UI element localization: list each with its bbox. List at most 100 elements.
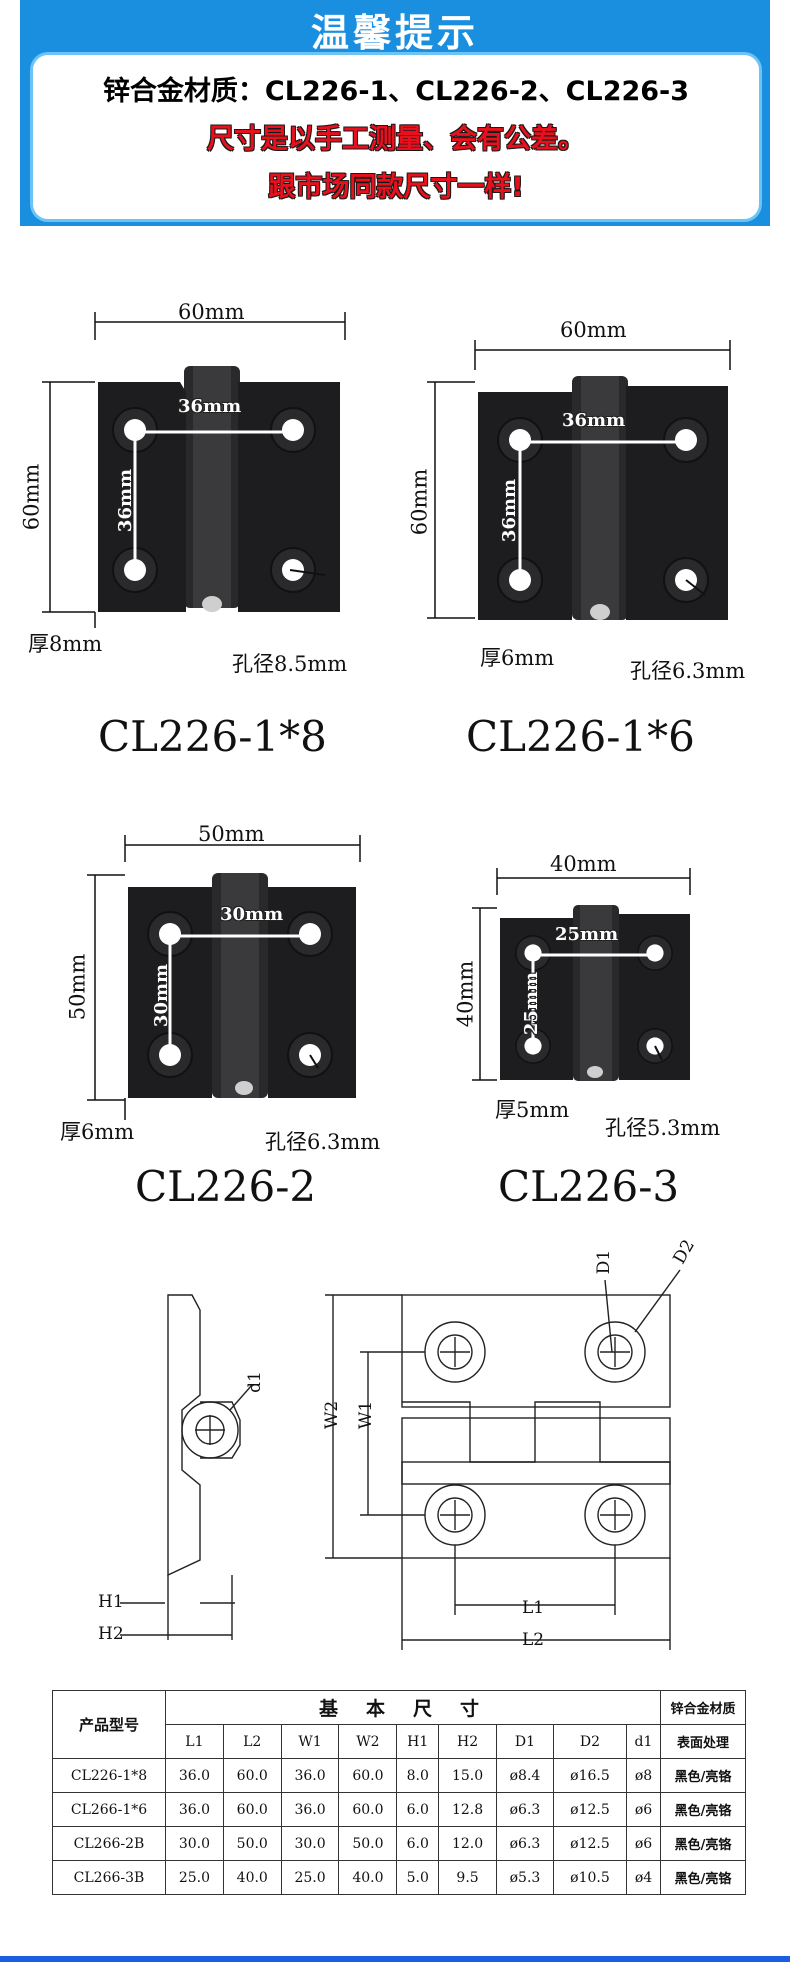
drawing-label-D1: D1 [594,1249,615,1275]
cell: ø16.5 [552,1758,627,1793]
p2-width-label: 60mm [560,318,627,342]
model-header: 产品型号 [52,1690,166,1759]
cell: 50.0 [222,1826,282,1861]
p2-height-label: 60mm [407,468,432,536]
cell: 40.0 [222,1860,282,1895]
col-header: d1 [625,1724,662,1759]
cell: 60.0 [338,1758,398,1793]
col-header: H2 [438,1724,497,1759]
technical-drawing [120,1269,681,1650]
bottom-divider [0,1956,790,1962]
cell: 36.0 [280,1758,340,1793]
p2-model-name: CL226-1*6 [466,712,695,761]
cell: 6.0 [396,1826,440,1861]
cell: 60.0 [338,1792,398,1827]
tolerance-notice: 尺寸是以手工测量、会有公差。 [207,124,585,155]
col-header: L1 [165,1724,224,1759]
p4-height-label: 40mm [453,960,478,1028]
p2-hole-spacing-h: 36mm [562,410,626,431]
cell: 8.0 [396,1758,440,1793]
cell: ø6 [625,1792,662,1827]
side-view [120,1294,253,1640]
cell: ø5.3 [495,1860,554,1895]
row-finish: 黑色/亮铬 [660,1792,746,1827]
cell: 30.0 [165,1826,224,1861]
p3-width-label: 50mm [198,822,265,846]
product-illustrations [42,312,731,1650]
cell: ø12.5 [552,1792,627,1827]
cell: 30.0 [280,1826,340,1861]
drawing-label-h1: H1 [98,1592,124,1612]
row-finish: 黑色/亮铬 [660,1860,746,1895]
cell: ø6 [625,1826,662,1861]
cell: 6.0 [396,1792,440,1827]
cell: 36.0 [280,1792,340,1827]
col-header: W1 [280,1724,340,1759]
p1-thickness: 厚8mm [28,632,103,656]
table-row: CL266-1*6 36.0 60.0 36.0 60.0 6.0 12.8 ø… [52,1792,746,1827]
col-header: D2 [552,1724,627,1759]
p1-model-name: CL226-1*8 [98,712,327,761]
p2-thickness: 厚6mm [480,646,555,670]
p3-hole-spacing-v: 30mm [151,963,173,1028]
p2-hole-diameter: 孔径6.3mm [630,659,746,683]
col-header: D1 [495,1724,554,1759]
drawing-label-l2: L2 [522,1630,545,1650]
cell: ø10.5 [552,1860,627,1895]
col-header: H1 [396,1724,440,1759]
p3-height-label: 50mm [65,953,90,1021]
cell: ø8 [625,1758,662,1793]
column-header-row: L1 L2 W1 W2 H1 H2 D1 D2 d1 表面处理 [53,1724,746,1759]
cell: ø6.3 [495,1826,554,1861]
row-model: CL226-1*8 [52,1758,166,1793]
p4-thickness: 厚5mm [495,1098,570,1122]
p4-hole-spacing-v: 25mm [521,971,543,1036]
table-row: CL266-2B 30.0 50.0 30.0 50.0 6.0 12.0 ø6… [52,1826,746,1861]
row-finish: 黑色/亮铬 [660,1826,746,1861]
drawing-label-w1: W1 [356,1400,377,1430]
notice-banner: 温馨提示 锌合金材质：CL226-1、CL226-2、CL226-3 尺寸是以手… [20,0,770,226]
row-model: CL266-2B [52,1826,166,1861]
cell: 5.0 [396,1860,440,1895]
hinge-photo-cl226-3 [500,905,690,1081]
cell: 60.0 [222,1758,282,1793]
table-row: CL266-3B 25.0 40.0 25.0 40.0 5.0 9.5 ø5.… [52,1860,746,1895]
spec-table: 产品型号 基本尺寸 锌合金材质 L1 L2 W1 W2 H1 H2 D1 D2 … [52,1690,746,1895]
p4-hole-diameter: 孔径5.3mm [605,1116,721,1140]
cell: 15.0 [438,1758,497,1793]
p1-width-label: 60mm [178,300,245,324]
p4-hole-spacing-h: 25mm [555,924,619,945]
cell: 36.0 [165,1792,224,1827]
material-notice: 锌合金材质：CL226-1、CL226-2、CL226-3 [102,76,690,107]
p2-hole-spacing-v: 36mm [499,478,521,543]
row-model: CL266-1*6 [52,1792,166,1827]
hinge-photo-cl226-1x8 [94,366,340,628]
p3-thickness: 厚6mm [60,1120,135,1144]
hinge-photo-cl226-2 [124,873,356,1120]
cell: 50.0 [338,1826,398,1861]
p3-hole-spacing-h: 30mm [220,904,284,925]
cell: ø12.5 [552,1826,627,1861]
hinge-photo-cl226-1x6 [478,376,728,620]
drawing-label-l1: L1 [522,1598,545,1618]
cell: 25.0 [280,1860,340,1895]
finish-header: 表面处理 [660,1724,746,1759]
p1-hole-spacing-v: 36mm [115,468,137,533]
drawing-label-d1: d1 [244,1371,265,1393]
cell: 36.0 [165,1758,224,1793]
cell: ø4 [625,1860,662,1895]
col-header: L2 [222,1724,282,1759]
front-view [325,1269,681,1650]
table-row: CL226-1*8 36.0 60.0 36.0 60.0 8.0 15.0 ø… [52,1758,746,1793]
p3-model-name: CL226-2 [135,1162,317,1211]
cell: ø6.3 [495,1792,554,1827]
basic-dimensions-header: 基本尺寸 [165,1690,661,1725]
p1-hole-spacing-h: 36mm [178,396,242,417]
drawing-label-h2: H2 [98,1624,124,1644]
row-model: CL266-3B [52,1860,166,1895]
banner-content-box: 锌合金材质：CL226-1、CL226-2、CL226-3 尺寸是以手工测量、会… [30,52,762,222]
col-header: W2 [338,1724,398,1759]
banner-title: 温馨提示 [310,11,479,55]
cell: 60.0 [222,1792,282,1827]
cell: 12.0 [438,1826,497,1861]
